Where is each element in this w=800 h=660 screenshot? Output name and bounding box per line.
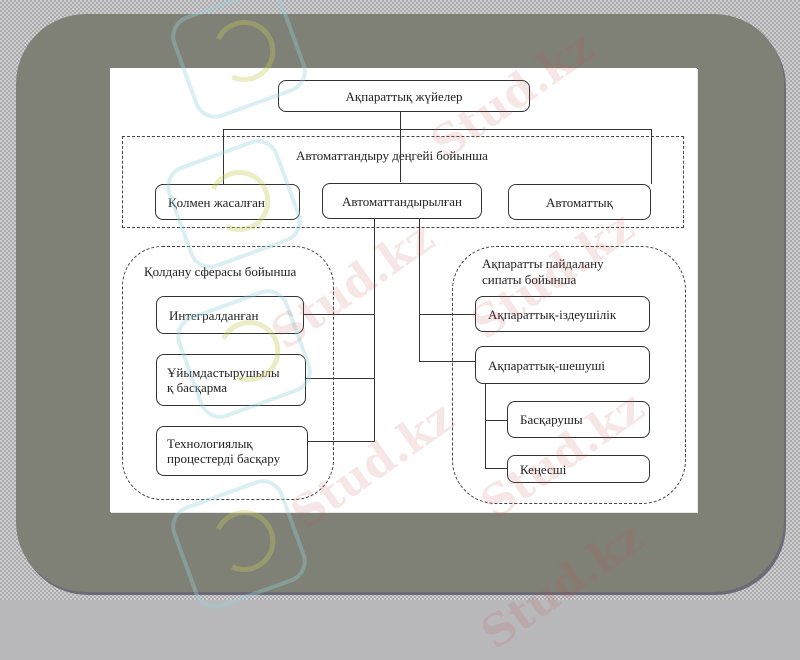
automatic-node: Автоматтық [508,184,651,220]
integrated-node: Интегралданған [156,296,304,334]
integrated-node-label: Интегралданған [169,307,259,323]
info-decision-label: Ақпараттық-шешуші [488,357,606,373]
managing-label: Басқарушы [520,412,583,427]
information-usage-title-1: Ақпаратты пайдалану [482,256,604,271]
process-control-label-1: Технологиялық [167,436,253,451]
connector [419,314,475,316]
manual-node-label: Қолмен жасалған [168,194,265,210]
connector [419,219,421,362]
connector [400,112,402,182]
process-control-node: Технологиялық процестерді басқару [156,426,308,476]
connector [485,384,487,468]
organizational-management-node: Ұйымдастырушылы қ басқарма [156,354,306,406]
diagram-card: Ақпараттық жүйелер Автоматтандыру деңгей… [110,68,697,512]
connector [419,361,475,363]
automation-level-group [122,136,684,228]
information-usage-title-2: сипаты бойынша [482,272,577,287]
automation-level-title: Автоматтандыру деңгейі бойынша [296,148,488,163]
connector [223,129,651,131]
connector [304,378,374,380]
organizational-management-label-2: қ басқарма [167,380,228,395]
managing-node: Басқарушы [507,401,650,438]
advisory-node: Кеңесші [507,455,650,483]
information-usage-group [452,246,686,504]
process-control-label-2: процестерді басқару [167,451,281,466]
automated-node-label: Автоматтандырылған [342,193,462,209]
organizational-management-label-1: Ұйымдастырушылы [167,365,280,380]
info-retrieval-label: Ақпараттық-іздеушілік [488,306,617,322]
connector [485,468,507,470]
application-sphere-group [122,246,334,500]
information-usage-title: Ақпаратты пайдалану сипаты бойынша [482,256,604,288]
automatic-node-label: Автоматтық [546,194,613,210]
connector [306,441,374,443]
connector [651,129,653,184]
connector [485,420,507,422]
automated-node: Автоматтандырылған [322,183,482,219]
info-decision-node: Ақпараттық-шешуші [475,346,650,384]
info-retrieval-node: Ақпараттық-іздеушілік [475,296,650,332]
manual-node: Қолмен жасалған [155,184,300,220]
application-sphere-title: Қолдану сферасы бойынша [144,264,297,279]
advisory-label: Кеңесші [520,461,567,477]
connector [304,314,374,316]
connector [374,219,376,442]
connector [223,129,225,184]
root-node: Ақпараттық жүйелер [278,80,530,112]
root-node-label: Ақпараттық жүйелер [345,88,463,104]
